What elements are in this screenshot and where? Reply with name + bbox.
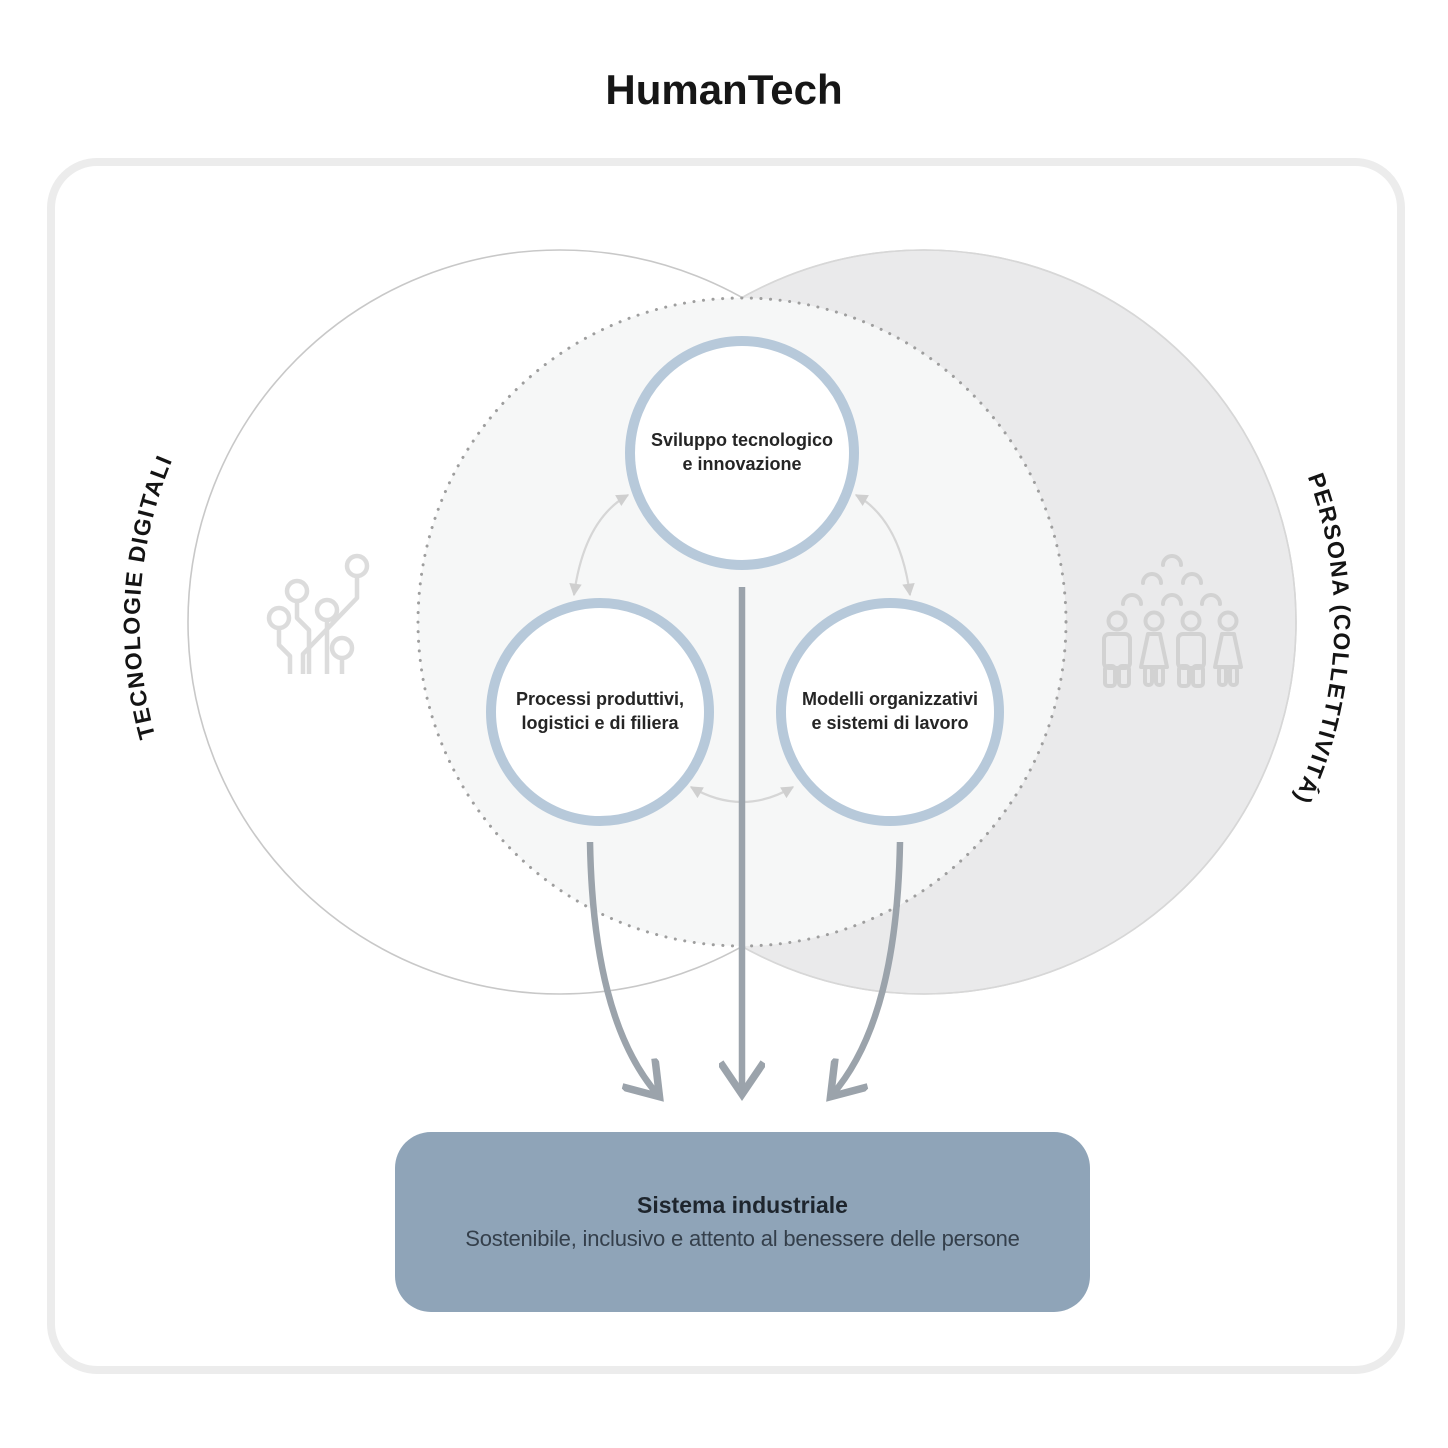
node-bottom-left-line2: logistici e di filiera	[521, 713, 679, 733]
page-title: HumanTech	[605, 66, 843, 113]
node-bottom-right-line2: e sistemi di lavoro	[811, 713, 969, 733]
node-bottom-right-line1: Modelli organizzativi	[801, 689, 979, 710]
node-bottom-right-circle: Modelli organizzativi e sistemi di lavor…	[776, 598, 1004, 826]
left-circle-label: TECNOLOGIE DIGITALI	[119, 451, 176, 742]
outcome-subtitle: Sostenibile, inclusivo e attento al bene…	[465, 1226, 1020, 1251]
svg-text:TECNOLOGIE DIGITALI: TECNOLOGIE DIGITALI	[119, 451, 178, 742]
node-bottom-left-circle: Processi produttivi, logistici e di fili…	[486, 598, 714, 826]
outcome-title: Sistema industriale	[637, 1192, 848, 1218]
node-bottom-right-label: Modelli organizzativi e sistemi di lavor…	[802, 688, 978, 736]
node-top-label: Sviluppo tecnologico e innovazione	[651, 429, 833, 477]
node-top-line2: e innovazione	[682, 454, 802, 474]
node-bottom-left-line1: Processi produttivi,	[515, 689, 685, 710]
arrow-top-to-bottomleft	[569, 494, 630, 597]
circuit-nodes-icon	[266, 553, 370, 674]
diagram-panel	[47, 158, 1405, 1374]
arrow-right-to-outcome	[832, 841, 904, 1095]
people-group-icon	[1102, 554, 1243, 688]
node-bottom-left-label: Processi produttivi, logistici e di fili…	[516, 688, 684, 736]
node-top-circle: Sviluppo tecnologico e innovazione	[625, 336, 859, 570]
outcome-box: Sistema industriale Sostenibile, inclusi…	[395, 1132, 1090, 1312]
arrow-left-to-outcome	[586, 841, 658, 1095]
right-circle-label: PERSONA (COLLETTIVITÁ)	[1289, 469, 1354, 808]
svg-text:PERSONA (COLLETTIVITÁ): PERSONA (COLLETTIVITÁ)	[1289, 469, 1355, 808]
arrow-top-to-bottomright	[854, 494, 915, 597]
node-top-line1: Sviluppo tecnologico	[650, 430, 833, 451]
